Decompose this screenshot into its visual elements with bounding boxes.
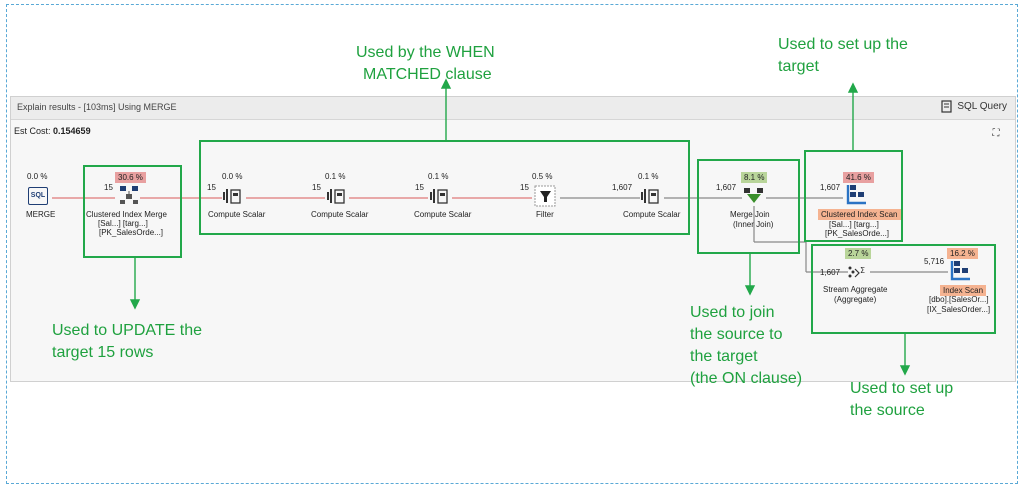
annotation-arrowhead — [847, 82, 859, 93]
annotation-setup-target: Used to set up the target — [778, 34, 908, 78]
is-row-count: 5,716 — [924, 257, 945, 266]
filter-row-count: 15 — [520, 183, 529, 192]
est-cost: Est Cost: 0.154659 — [14, 126, 91, 136]
annotation-line: the source — [850, 402, 925, 419]
annotation-line: MATCHED clause — [363, 66, 492, 83]
annotation-line: Used to set up the — [778, 36, 908, 53]
cs2-row-count: 15 — [312, 183, 321, 192]
clustered-index-scan-icon[interactable] — [846, 184, 868, 206]
sa-aggregate-type: (Aggregate) — [834, 295, 877, 304]
cis-label: Clustered Index Scan — [818, 209, 901, 220]
cs4-row-count: 1,607 — [612, 183, 633, 192]
annotation-arrowhead — [744, 285, 756, 296]
cim-row-count: 15 — [104, 183, 113, 192]
stream-aggregate-icon[interactable]: Σ — [846, 262, 868, 282]
annotation-line: target — [778, 58, 819, 75]
compute-scalar-icon[interactable] — [429, 186, 449, 206]
sql-query-button[interactable]: SQL Query — [940, 100, 1007, 113]
is-cost-pct: 16.2 % — [947, 248, 978, 259]
join-highlight-box — [697, 159, 800, 254]
cs4-label: Compute Scalar — [623, 210, 681, 219]
annotation-arrowhead — [899, 365, 911, 376]
mj-join-type: (Inner Join) — [733, 220, 774, 229]
svg-text:Σ: Σ — [860, 266, 865, 275]
cim-object: [Sal...] [targ...] — [98, 219, 148, 228]
cim-label: Clustered Index Merge — [86, 210, 167, 219]
sql-icon[interactable]: SQL — [28, 187, 48, 205]
compute-scalar-icon[interactable] — [326, 186, 346, 206]
cs3-row-count: 15 — [415, 183, 424, 192]
fit-view-icon[interactable]: ⛶ — [992, 128, 1000, 139]
panel-header: Explain results - [103ms] Using MERGE SQ… — [11, 97, 1015, 120]
index-scan-icon[interactable] — [950, 260, 972, 282]
compute-scalar-icon[interactable] — [222, 186, 242, 206]
cis-row-count: 1,607 — [820, 183, 841, 192]
cim-cost-pct: 30.6 % — [115, 172, 146, 183]
annotation-arrowhead — [440, 78, 452, 89]
cs1-label: Compute Scalar — [208, 210, 266, 219]
annotation-line: Used to join — [690, 304, 775, 321]
compute-scalar-icon[interactable] — [640, 186, 660, 206]
is-index: [IX_SalesOrder...] — [927, 305, 991, 314]
sa-label: Stream Aggregate — [823, 285, 888, 294]
sql-icon-text: SQL — [30, 192, 46, 199]
annotation-line: the target — [690, 348, 758, 365]
cs2-label: Compute Scalar — [311, 210, 369, 219]
filter-label: Filter — [536, 210, 554, 219]
is-object: [dbo].[SalesOr...] — [929, 295, 989, 304]
sa-cost-pct: 2.7 % — [845, 248, 872, 259]
annotation-line: Used by the WHEN — [356, 44, 495, 61]
annotation-line: Used to UPDATE the — [52, 322, 202, 339]
outer-dashed-frame — [6, 4, 1018, 484]
est-cost-value: 0.154659 — [53, 126, 91, 136]
est-cost-label: Est Cost: — [14, 126, 51, 136]
annotation-line: the source to — [690, 326, 783, 343]
merge-cost-pct: 0.0 % — [27, 172, 48, 181]
mj-cost-pct: 8.1 % — [741, 172, 768, 183]
annotation-line: target 15 rows — [52, 344, 154, 361]
script-icon — [941, 100, 952, 113]
mj-label: Merge Join — [730, 210, 770, 219]
explain-results-panel: Explain results - [103ms] Using MERGE SQ… — [10, 96, 1016, 382]
cs3-cost-pct: 0.1 % — [428, 172, 449, 181]
when-matched-highlight-box — [199, 140, 690, 235]
clustered-index-merge-icon[interactable] — [118, 184, 140, 206]
panel-title: Explain results - [103ms] Using MERGE — [17, 102, 177, 112]
cs2-cost-pct: 0.1 % — [325, 172, 346, 181]
cis-index: [PK_SalesOrde...] — [825, 229, 890, 238]
mj-row-count: 1,607 — [716, 183, 737, 192]
annotation-update: Used to UPDATE the target 15 rows — [52, 320, 202, 364]
cis-cost-pct: 41.6 % — [843, 172, 874, 183]
annotation-line: (the ON clause) — [690, 370, 803, 387]
sa-row-count: 1,607 — [820, 268, 841, 277]
sql-query-label: SQL Query — [957, 101, 1007, 112]
cim-index: [PK_SalesOrde...] — [99, 228, 164, 237]
cs3-label: Compute Scalar — [414, 210, 472, 219]
target-highlight-box — [804, 150, 903, 242]
cs1-row-count: 15 — [207, 183, 216, 192]
filter-icon[interactable] — [534, 185, 556, 207]
cs1-cost-pct: 0.0 % — [222, 172, 243, 181]
annotation-line: Used to set up — [850, 380, 954, 397]
is-label: Index Scan — [940, 285, 987, 296]
cis-object: [Sal...] [targ...] — [829, 220, 879, 229]
annotation-arrowhead — [129, 299, 141, 310]
merge-join-icon[interactable] — [743, 186, 765, 206]
source-highlight-box — [811, 244, 996, 334]
annotation-join: Used to join the source to the target (t… — [690, 302, 802, 390]
annotation-setup-source: Used to set up the source — [850, 378, 953, 422]
update-highlight-box — [83, 165, 182, 258]
annotation-when-matched: Used by the WHEN MATCHED clause — [356, 42, 495, 86]
merge-label: MERGE — [26, 210, 56, 219]
cs4-cost-pct: 0.1 % — [638, 172, 659, 181]
filter-cost-pct: 0.5 % — [532, 172, 553, 181]
